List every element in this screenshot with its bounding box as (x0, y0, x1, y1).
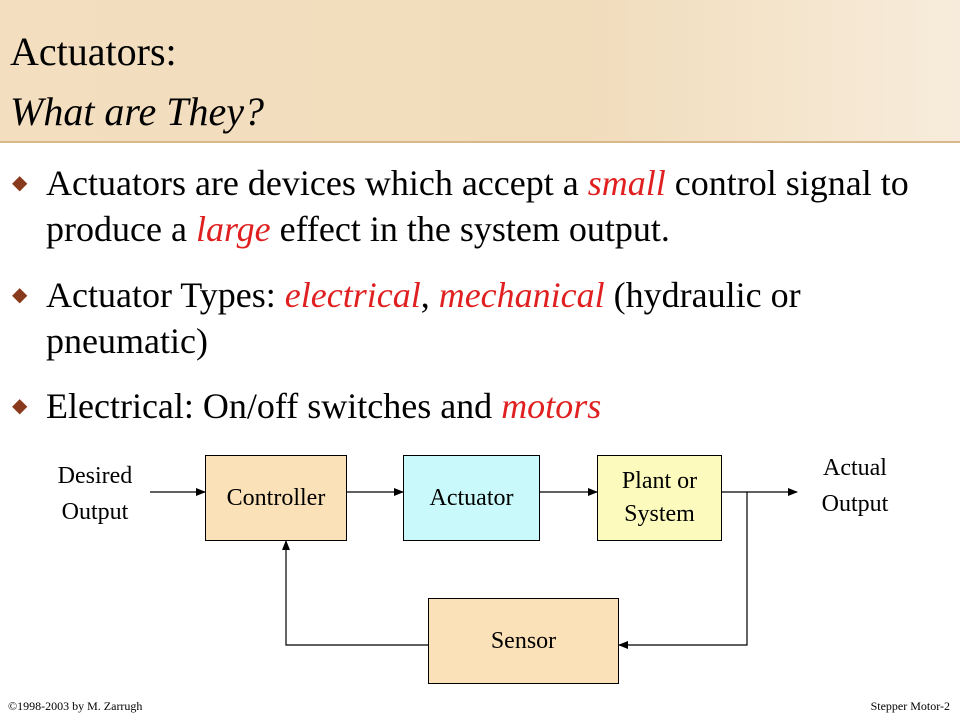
plant-label-line-1: Plant or (621, 468, 698, 494)
bullet-text: Actuator Types: electrical, mechanical (… (46, 272, 958, 364)
actual-output-line-2: Output (821, 491, 889, 517)
bullet-text: Electrical: On/off switches and motors (46, 383, 958, 429)
slide-title: Actuators: (10, 29, 177, 74)
feedback-to-sensor-arrow (618, 492, 748, 649)
diamond-bullet-icon: ◆ (12, 282, 28, 306)
bullet-emphasis: small (587, 163, 666, 203)
slide-subtitle: What are They? (10, 89, 265, 134)
desired-output-line-1: Desired (57, 463, 133, 489)
sensor-to-controller-arrow (282, 540, 428, 646)
controller-block: Controller (205, 455, 347, 541)
diamond-bullet-icon: ◆ (12, 170, 28, 194)
bullet-emphasis: large (195, 209, 271, 249)
bullet-text-part: Actuators are devices which accept a (46, 163, 588, 203)
bullet-text: Actuators are devices which accept a sma… (46, 160, 958, 252)
plant-block: Plant or System (597, 455, 722, 541)
bullet-text-part: (hydraulic or pneumatic) (46, 275, 801, 361)
desired-output-line-2: Output (61, 499, 129, 525)
diamond-bullet-icon: ◆ (12, 393, 28, 417)
plant-label-line-2: System (624, 501, 695, 527)
bullet-text-part: Electrical: On/off switches and (46, 386, 502, 426)
sensor-block: Sensor (428, 598, 619, 684)
bullet-text-part: , (420, 275, 439, 315)
bullet-text-part: control signal to produce a (46, 163, 909, 249)
title-band: Actuators: What are They? (0, 0, 960, 143)
actual-output-label: Actual Output (800, 450, 910, 522)
copyright-footer: ©1998-2003 by M. Zarrugh (8, 699, 143, 713)
controller-label: Controller (226, 484, 326, 511)
bullet-text-part: Actuator Types: (46, 275, 285, 315)
slide-number-footer: Stepper Motor-2 (870, 699, 950, 713)
bullet-emphasis: motors (501, 386, 602, 426)
desired-output-label: Desired Output (40, 458, 150, 530)
bullet-emphasis: mechanical (438, 275, 605, 315)
actuator-label: Actuator (429, 484, 514, 511)
actuator-block: Actuator (403, 455, 540, 541)
actual-output-line-1: Actual (823, 455, 887, 481)
bullet-text-part: effect in the system output. (270, 209, 670, 249)
sensor-label: Sensor (490, 627, 557, 654)
bullet-emphasis: electrical (284, 275, 421, 315)
